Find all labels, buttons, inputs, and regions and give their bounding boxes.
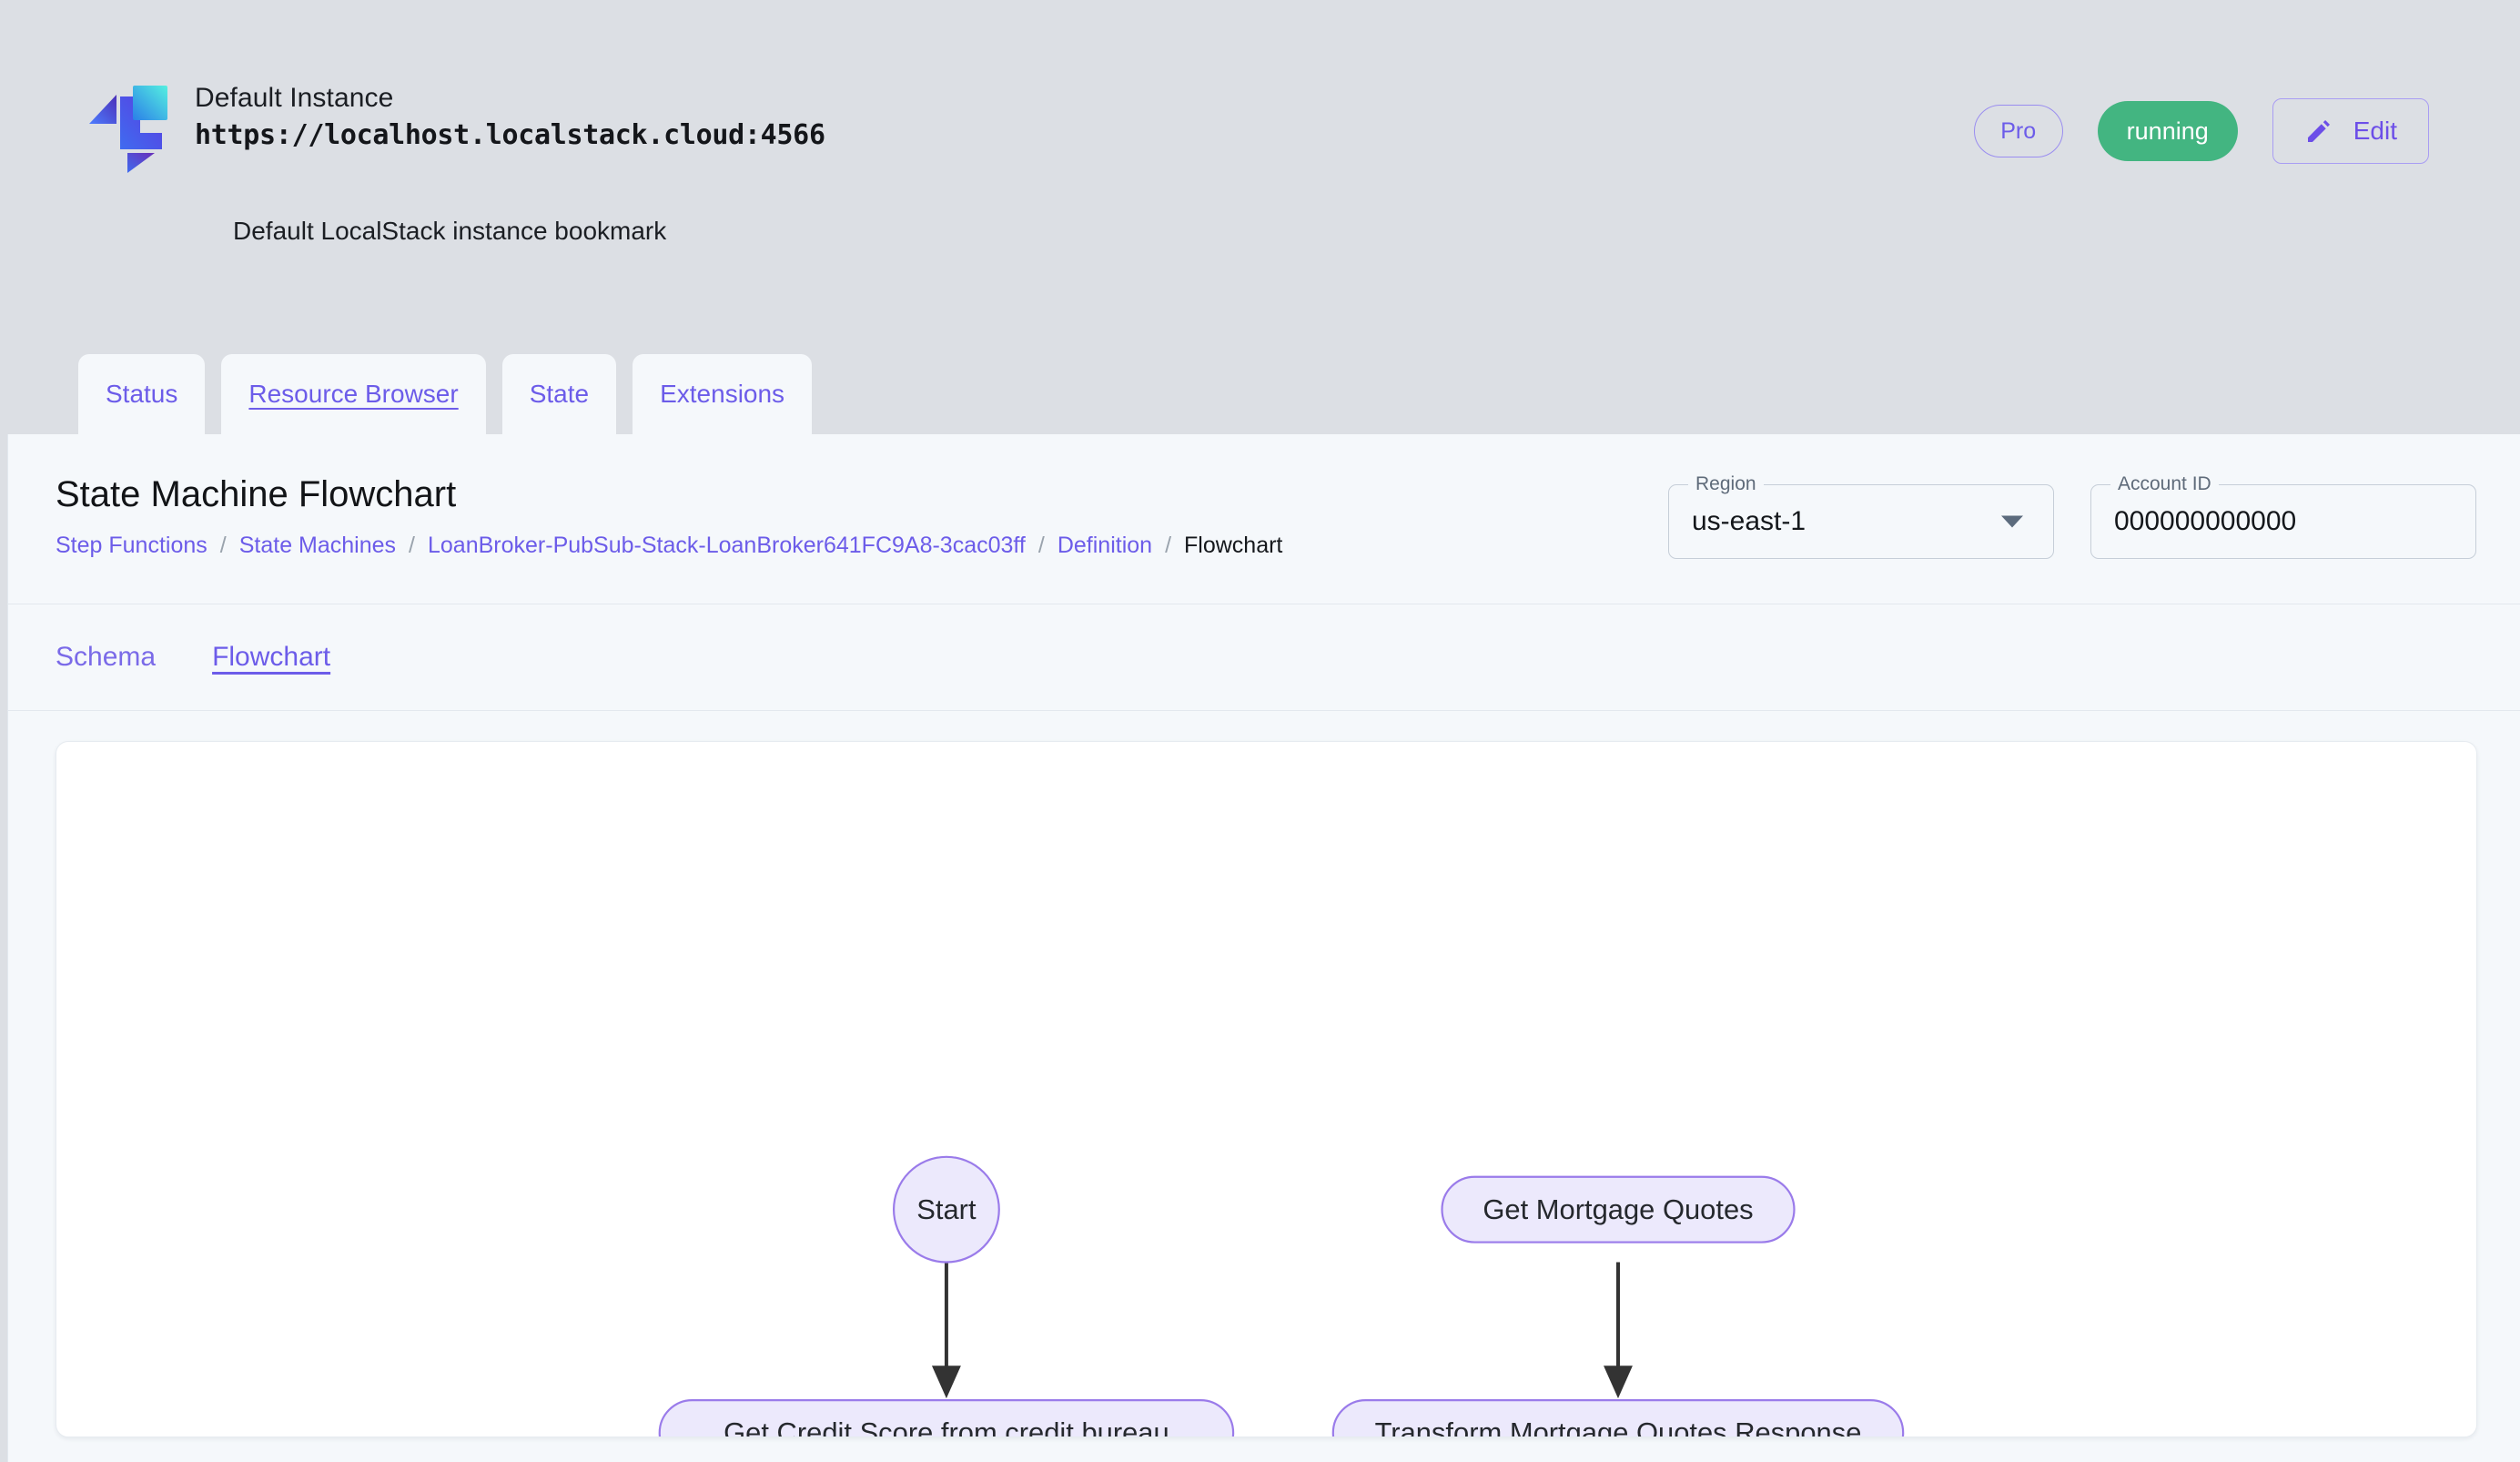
edge-start-to-credit — [931, 1262, 961, 1399]
breadcrumb-item-state-machine-name[interactable]: LoanBroker-PubSub-Stack-LoanBroker641FC9… — [428, 533, 1026, 558]
tab-status[interactable]: Status — [78, 354, 206, 434]
instance-description: Default LocalStack instance bookmark — [233, 217, 667, 245]
breadcrumb-item-flowchart: Flowchart — [1184, 533, 1283, 558]
instance-summary: Default Instance https://localhost.local… — [87, 80, 825, 173]
breadcrumb-separator: / — [219, 533, 227, 558]
flowchart-card: Start Get Credit Score from credit burea… — [56, 741, 2477, 1437]
sub-tab-schema[interactable]: Schema — [56, 642, 157, 672]
status-badge[interactable]: running — [2097, 101, 2238, 161]
edge-getquotes-to-transform — [1604, 1262, 1633, 1399]
flow-node-get-credit-score[interactable]: Get Credit Score from credit bureau — [658, 1399, 1235, 1437]
flow-node-get-mortgage-quotes[interactable]: Get Mortgage Quotes — [1441, 1175, 1796, 1244]
account-id-label: Account ID — [2110, 472, 2219, 496]
chevron-down-icon — [2001, 515, 2023, 528]
region-select[interactable]: Region us-east-1 — [1668, 472, 2054, 559]
page-header: State Machine Flowchart Step Functions /… — [8, 434, 2520, 604]
breadcrumb-item-step-functions[interactable]: Step Functions — [56, 533, 207, 558]
edit-button-label: Edit — [2353, 117, 2397, 145]
sub-tab-flowchart[interactable]: Flowchart — [212, 642, 331, 672]
region-select-label: Region — [1688, 472, 1764, 496]
breadcrumb-separator: / — [1165, 533, 1172, 558]
context-fields: Region us-east-1 Account ID 000000000000 — [1668, 472, 2476, 559]
breadcrumb-item-state-machines[interactable]: State Machines — [238, 533, 397, 558]
flow-node-get-credit-score-label: Get Credit Score from credit bureau — [724, 1416, 1169, 1437]
edit-button[interactable]: Edit — [2272, 98, 2429, 164]
tab-resource-browser[interactable]: Resource Browser — [221, 354, 486, 434]
page-title: State Machine Flowchart — [56, 474, 457, 514]
instance-name: Default Instance — [195, 83, 394, 113]
flow-node-get-mortgage-quotes-label: Get Mortgage Quotes — [1483, 1193, 1753, 1225]
flowchart-diagram[interactable]: Start Get Credit Score from credit burea… — [56, 742, 2476, 1437]
account-id-input[interactable]: Account ID 000000000000 — [2090, 472, 2476, 559]
localstack-logo-icon — [89, 86, 167, 173]
breadcrumb-item-definition[interactable]: Definition — [1057, 533, 1153, 558]
flow-node-transform-response-label: Transform Mortgage Quotes Response — [1375, 1416, 1862, 1437]
flow-node-start-label: Start — [916, 1193, 977, 1225]
main-tab-bar: Status Resource Browser State Extensions — [78, 354, 813, 434]
sub-tab-bar: Schema Flowchart — [8, 604, 2520, 711]
flow-node-transform-response[interactable]: Transform Mortgage Quotes Response — [1331, 1399, 1905, 1437]
content-panel: State Machine Flowchart Step Functions /… — [7, 434, 2520, 1462]
tab-extensions[interactable]: Extensions — [633, 354, 813, 434]
instance-url: https://localhost.localstack.cloud:4566 — [195, 119, 825, 151]
header-actions: Pro running Edit — [1973, 98, 2429, 164]
breadcrumb-separator: / — [1037, 533, 1045, 558]
breadcrumb: Step Functions / State Machines / LoanBr… — [56, 531, 1282, 560]
flow-node-start[interactable]: Start — [892, 1155, 1000, 1264]
pencil-icon — [2307, 120, 2330, 142]
region-select-value: us-east-1 — [1692, 506, 1807, 536]
account-id-value: 000000000000 — [2114, 506, 2297, 536]
breadcrumb-separator: / — [409, 533, 415, 558]
tab-state[interactable]: State — [501, 354, 617, 434]
pro-badge[interactable]: Pro — [1973, 105, 2063, 157]
